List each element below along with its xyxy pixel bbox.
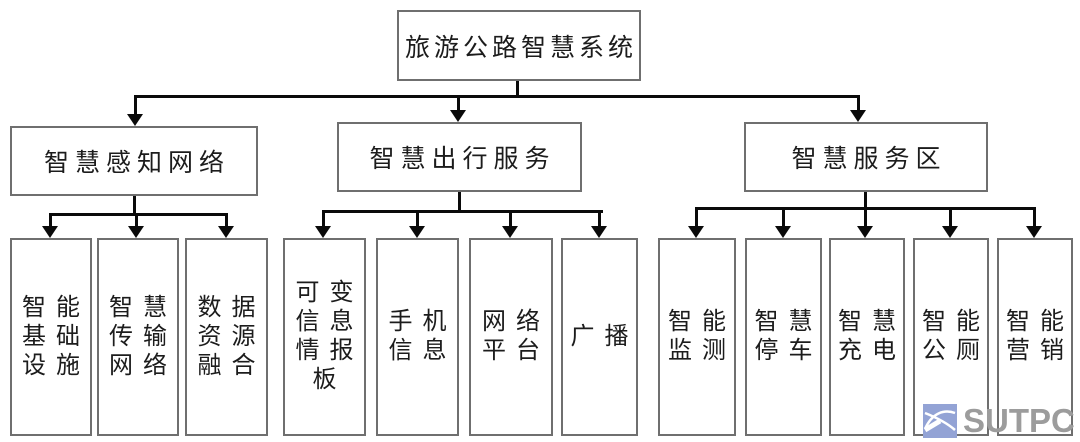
node-text-line: 板 xyxy=(312,367,347,393)
node-text-line: 情报 xyxy=(295,338,364,364)
node-text-line: 充电 xyxy=(838,338,906,364)
arrowhead-down-icon xyxy=(409,226,425,238)
node-smart-toilet: 智能公厕 xyxy=(913,238,989,436)
arrowhead-down-icon xyxy=(775,226,791,238)
node-text-line: 资源 xyxy=(197,323,266,350)
node-text-line: 监测 xyxy=(668,338,736,364)
node-root-label: 旅游公路智慧系统 xyxy=(404,34,637,62)
arrowhead-down-icon xyxy=(128,226,144,238)
node-smart-charging: 智慧充电 xyxy=(829,238,905,436)
connector-drop xyxy=(1033,207,1036,226)
connector-branch1-hline xyxy=(49,213,228,216)
node-text-line: 广播 xyxy=(570,323,639,350)
node-text-line: 营销 xyxy=(1006,338,1074,364)
connector-drop xyxy=(135,213,138,226)
node-smart-parking: 智慧停车 xyxy=(745,238,822,436)
node-smart-monitoring: 智能监测 xyxy=(658,238,736,436)
node-text-line: 智能 xyxy=(1006,309,1074,335)
arrowhead-down-icon xyxy=(942,226,958,238)
node-root: 旅游公路智慧系统 xyxy=(397,10,641,81)
sutpc-swoosh-icon xyxy=(923,404,957,438)
arrowhead-down-icon xyxy=(218,226,234,238)
connector-branch3-stub xyxy=(864,192,867,207)
connector-drop xyxy=(416,210,419,226)
connector-drop xyxy=(949,207,952,226)
arrowhead-down-icon xyxy=(1026,226,1042,238)
connector-drop-branch-3 xyxy=(857,95,860,110)
node-data-resource-fusion: 数据资源融合 xyxy=(185,238,268,436)
arrowhead-down-icon xyxy=(857,226,873,238)
connector-drop xyxy=(49,213,52,226)
node-text-line: 平台 xyxy=(482,338,550,364)
arrowhead-down-icon xyxy=(591,226,607,238)
connector-drop xyxy=(322,210,325,226)
node-broadcast: 广播 xyxy=(561,238,638,436)
node-text-line: 传输 xyxy=(109,323,177,350)
connector-drop xyxy=(864,207,867,226)
node-text-line: 信息 xyxy=(295,309,364,335)
arrowhead-down-icon xyxy=(127,114,143,126)
node-text-line: 融合 xyxy=(197,352,266,379)
connector-root-stub xyxy=(516,81,519,96)
arrowhead-down-icon xyxy=(502,226,518,238)
node-text-line: 智能 xyxy=(22,294,90,321)
node-text-line: 数据 xyxy=(197,294,266,321)
branch-label: 智慧服务区 xyxy=(791,146,947,173)
node-text-line: 可变 xyxy=(295,280,364,306)
sutpc-logo: SUTPC xyxy=(923,404,1075,438)
node-branch-smart-service-area: 智慧服务区 xyxy=(744,122,988,192)
connector-level1-hline xyxy=(134,95,860,98)
branch-label: 智慧感知网络 xyxy=(43,150,230,177)
node-mobile-information: 手机信息 xyxy=(376,238,459,436)
node-smart-infrastructure: 智能基础设施 xyxy=(10,238,92,436)
connector-drop xyxy=(782,207,785,226)
connector-branch1-stub xyxy=(133,196,136,213)
connector-drop xyxy=(225,213,228,226)
node-text-line: 智慧 xyxy=(838,309,906,335)
node-text-line: 智能 xyxy=(922,309,990,335)
connector-branch2-stub xyxy=(458,192,461,210)
connector-drop-branch-2 xyxy=(457,95,460,110)
node-network-platform: 网络平台 xyxy=(469,238,553,436)
node-branch-smart-travel-service: 智慧出行服务 xyxy=(337,122,582,192)
node-text-line: 智能 xyxy=(668,309,736,335)
node-text-line: 信息 xyxy=(388,338,457,364)
node-text-line: 网络 xyxy=(482,309,550,335)
sutpc-logo-text: SUTPC xyxy=(963,402,1075,439)
connector-drop xyxy=(509,210,512,226)
connector-branch2-hline xyxy=(322,210,603,213)
connector-drop xyxy=(695,207,698,226)
arrowhead-down-icon xyxy=(42,226,58,238)
node-branch-smart-perception-network: 智慧感知网络 xyxy=(10,126,258,196)
node-smart-transmission-network: 智慧传输网络 xyxy=(97,238,179,436)
node-text-line: 智慧 xyxy=(109,294,177,321)
node-text-line: 停车 xyxy=(754,338,823,364)
arrowhead-down-icon xyxy=(450,110,466,122)
node-text-line: 公厕 xyxy=(922,338,990,364)
node-text-line: 网络 xyxy=(109,352,177,379)
node-variable-message-sign: 可变信息情报板 xyxy=(283,238,366,436)
node-text-line: 基础 xyxy=(22,323,90,350)
connector-drop-branch-1 xyxy=(134,95,137,114)
arrowhead-down-icon xyxy=(688,226,704,238)
branch-label: 智慧出行服务 xyxy=(369,146,556,173)
arrowhead-down-icon xyxy=(850,110,866,122)
node-text-line: 设施 xyxy=(22,352,90,379)
node-text-line: 智慧 xyxy=(754,309,823,335)
node-smart-marketing: 智能营销 xyxy=(997,238,1073,436)
node-text-line: 手机 xyxy=(388,309,457,335)
arrowhead-down-icon xyxy=(315,226,331,238)
connector-drop xyxy=(598,210,601,226)
